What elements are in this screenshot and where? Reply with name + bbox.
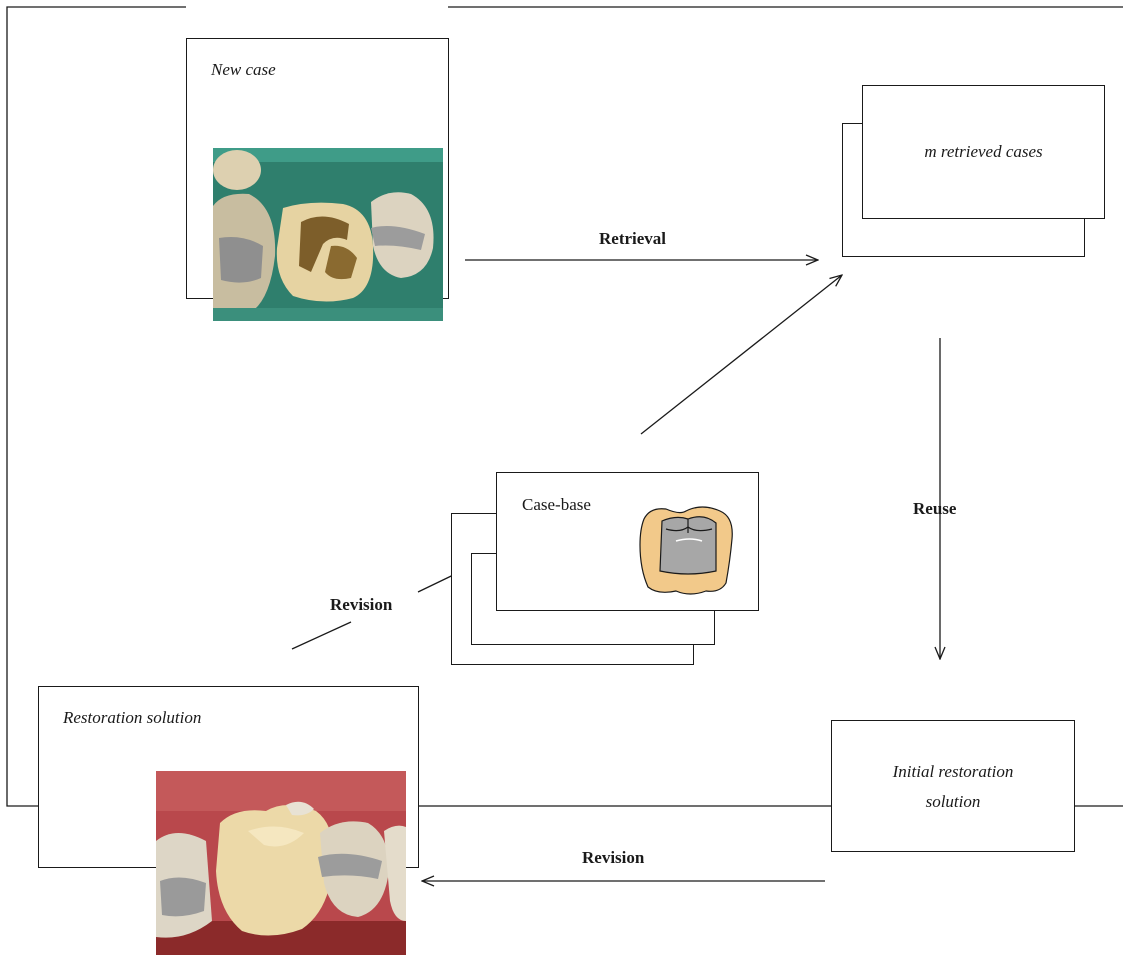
- revision-top-arrow-lower: [291, 621, 352, 650]
- initial-restoration-label-line1: Initial restoration: [892, 762, 1014, 781]
- tooth-photo-prepared-icon: [213, 148, 443, 321]
- reuse-label: Reuse: [913, 499, 957, 518]
- revision-bottom-label: Revision: [582, 848, 645, 867]
- retrieved-cases-box: [862, 85, 1105, 219]
- initial-restoration-label-line2: solution: [925, 792, 981, 811]
- case-base-label: Case-base: [522, 495, 591, 514]
- new-case-label: New case: [211, 60, 276, 79]
- initial-restoration-box: [831, 720, 1075, 852]
- casebase-to-retrieved-arrow: [640, 275, 842, 435]
- retrieved-cases-label: m retrieved cases: [924, 142, 1043, 161]
- revision-top-label: Revision: [330, 595, 393, 614]
- retrieval-label: Retrieval: [599, 229, 667, 248]
- restoration-solution-label: Restoration solution: [63, 708, 202, 727]
- tooth-photo-restored-icon: [156, 771, 406, 955]
- inlay-tooth-icon: [636, 503, 740, 599]
- feedback-loop-line: [6, 6, 186, 807]
